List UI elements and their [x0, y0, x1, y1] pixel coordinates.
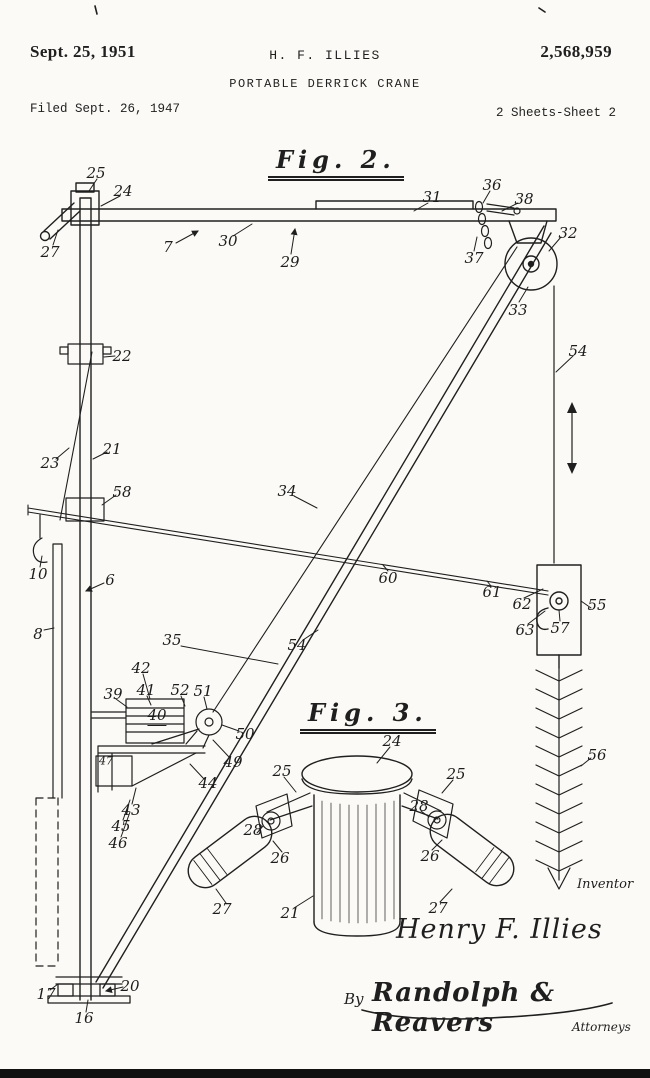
- inventor-label: Inventor: [577, 877, 634, 892]
- ref-numeral-fig2-54: 54: [287, 636, 307, 654]
- fig2-boom: [61, 200, 557, 222]
- attorneys-label: Attorneys: [572, 1020, 631, 1034]
- ref-numeral-fig2-17: 17: [36, 985, 56, 1003]
- inventor-name-header: H. F. ILLIES: [269, 48, 381, 63]
- ref-numeral-fig2-8: 8: [33, 625, 43, 643]
- scan-edge-bar: [0, 1069, 650, 1078]
- ref-numeral-fig2-58: 58: [112, 483, 132, 501]
- sheet-indicator: 2 Sheets-Sheet 2: [495, 106, 616, 120]
- ref-numeral-fig2-54: 54: [568, 342, 588, 360]
- fig3-right-handle: [429, 813, 515, 887]
- fig2-base: [47, 976, 131, 1004]
- ref-numeral-fig2-30: 30: [218, 232, 238, 250]
- fig2-guy-rod: [59, 351, 93, 521]
- ref-numeral-fig2-46: 46: [108, 834, 128, 852]
- ref-numeral-fig2-44: 44: [198, 774, 218, 792]
- ref-numeral-fig2-27: 27: [40, 243, 60, 261]
- ref-numeral-fig2-40: 40: [147, 706, 167, 726]
- ref-numeral-fig2-24: 24: [113, 182, 133, 200]
- ref-numeral-fig2-22: 22: [112, 347, 132, 365]
- ref-numeral-fig2-63: 63: [515, 621, 535, 639]
- fig3-caption: Fig. 3.: [300, 698, 436, 734]
- ref-numeral-fig2-52: 52: [170, 681, 190, 699]
- ref-numeral-fig3-26: 26: [420, 847, 440, 865]
- fig2-rod-clamp: [65, 497, 105, 522]
- ref-numeral-fig3-27: 27: [212, 900, 232, 918]
- ref-numeral-fig2-7: 7: [163, 238, 173, 256]
- ref-numeral-fig2-33: 33: [508, 301, 528, 319]
- ref-numeral-fig2-51: 51: [193, 682, 213, 700]
- ref-numeral-fig2-37: 37: [464, 249, 484, 267]
- ref-numeral-fig2-45: 45: [111, 817, 131, 835]
- ref-numeral-fig2-56: 56: [587, 746, 607, 764]
- fig2-outer-pipe: [35, 543, 63, 967]
- ref-numeral-fig2-43: 43: [121, 801, 141, 819]
- ref-numeral-fig2-55: 55: [587, 596, 607, 614]
- fig3-right-handle-joint: [401, 789, 454, 839]
- ref-numeral-fig2-50: 50: [235, 725, 255, 743]
- ref-numeral-fig2-47: 47: [99, 754, 113, 768]
- ref-numeral-fig2-29: 29: [280, 253, 300, 271]
- ref-numeral-fig2-42: 42: [131, 659, 151, 677]
- ref-numeral-fig2-57: 57: [550, 619, 570, 637]
- scan-marks: [94, 5, 546, 15]
- ref-numeral-fig2-20: 20: [120, 977, 140, 995]
- fig2-hook: [32, 514, 48, 563]
- ref-numeral-fig2-49: 49: [223, 753, 243, 771]
- by-label: By: [344, 990, 364, 1008]
- fig3-left-handle-joint: [255, 792, 313, 839]
- fig2-leveling-rod: [27, 504, 549, 596]
- invention-title: PORTABLE DERRICK CRANE: [229, 77, 421, 91]
- ref-numeral-fig2-21: 21: [102, 440, 122, 458]
- fig3-mast-cap: [301, 755, 413, 795]
- fig2-mast: [79, 197, 92, 1001]
- fig2-mast-head-fitting: [39, 182, 100, 242]
- ref-numeral-fig2-62: 62: [512, 595, 532, 613]
- fig3-left-handle: [187, 815, 273, 889]
- ref-numeral-fig2-32: 32: [558, 224, 578, 242]
- attorneys-signature: Randolph & Reavers: [372, 978, 555, 1038]
- fig2-mast-clamp: [59, 343, 112, 365]
- ref-numeral-fig2-36: 36: [482, 176, 502, 194]
- filed-date: Filed Sept. 26, 1947: [30, 102, 181, 116]
- ref-numeral-fig3-25: 25: [446, 765, 466, 783]
- patent-number: 2,568,959: [540, 42, 612, 61]
- ref-numeral-fig3-26: 26: [270, 849, 290, 867]
- inventor-signature: Henry F. Illies: [396, 914, 603, 945]
- fig2-caption: Fig. 2.: [268, 145, 404, 181]
- ref-numeral-fig2-34: 34: [277, 482, 297, 500]
- ref-numeral-fig3-27: 27: [428, 899, 448, 917]
- ref-numeral-fig2-35: 35: [162, 631, 182, 649]
- ref-numeral-fig3-24: 24: [382, 732, 402, 750]
- ref-numeral-fig2-10: 10: [28, 565, 48, 583]
- ref-numeral-fig2-60: 60: [378, 569, 398, 587]
- ref-numeral-fig2-31: 31: [422, 188, 442, 206]
- ref-numeral-fig3-21: 21: [280, 904, 300, 922]
- fig2-diagonal-strut: [95, 225, 552, 989]
- ref-numeral-fig2-39: 39: [103, 685, 123, 703]
- fig3-mast-cylinder: [313, 794, 401, 937]
- ref-numeral-fig3-28: 28: [409, 797, 429, 815]
- ref-numeral-fig2-41: 41: [136, 681, 156, 699]
- ref-numeral-fig2-6: 6: [105, 571, 115, 589]
- leader-lines: [39, 178, 592, 1013]
- signature-flourish: [361, 1002, 613, 1020]
- ref-numeral-fig2-38: 38: [514, 190, 534, 208]
- fig2-auger: [535, 667, 583, 890]
- fig2-winch-cable: [212, 246, 518, 713]
- ref-numeral-fig2-61: 61: [482, 583, 502, 601]
- ref-numeral-fig3-28: 28: [243, 821, 263, 839]
- ref-numeral-fig2-25: 25: [86, 164, 106, 182]
- fig2-winch-assembly: [91, 698, 223, 793]
- ref-numeral-fig2-23: 23: [40, 454, 60, 472]
- fig2-pulley: [504, 220, 558, 291]
- ref-numeral-fig3-25: 25: [272, 762, 292, 780]
- patent-date: Sept. 25, 1951: [30, 42, 136, 61]
- ref-numeral-fig2-16: 16: [74, 1009, 94, 1027]
- fig2-updown-arrow: [567, 402, 577, 474]
